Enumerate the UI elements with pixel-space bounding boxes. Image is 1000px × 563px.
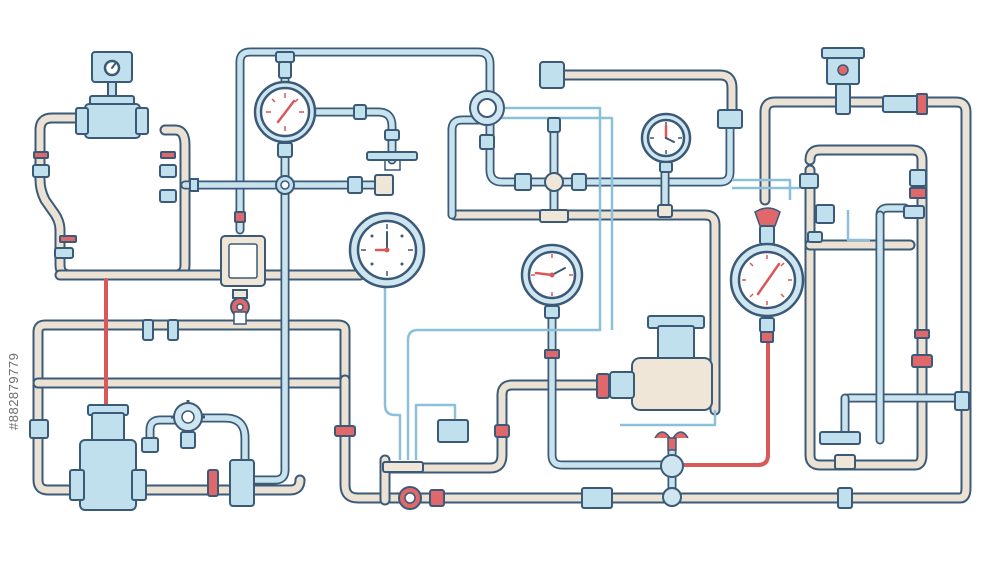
clock-dial-icon-1 xyxy=(348,211,426,289)
pressure-gauge-icon-2 xyxy=(729,207,805,343)
red-pipes xyxy=(104,278,770,467)
pump-tank-icon-left xyxy=(69,404,147,511)
bottom-center-fittings xyxy=(382,419,853,510)
top-right-gauge-unit xyxy=(799,47,970,470)
gear-valve-icon xyxy=(141,400,205,453)
filter-box-icon xyxy=(220,235,266,287)
valve-handle-icon-center xyxy=(654,431,689,507)
left-loop-fittings xyxy=(32,151,177,259)
center-left-fittings xyxy=(189,104,418,223)
top-center-fittings xyxy=(469,61,743,223)
stock-id-watermark: #882879779 xyxy=(6,352,21,430)
thin-lines xyxy=(383,106,870,460)
blue-pipes xyxy=(145,47,970,503)
top-left-pressure-gauge-unit xyxy=(75,51,149,139)
clock-dial-icon-3 xyxy=(520,243,584,359)
clock-dial-icon-2 xyxy=(640,112,692,173)
pump-tank-icon-center xyxy=(596,315,713,411)
beige-pipes xyxy=(32,69,972,506)
valve-handle-icon-left xyxy=(230,289,250,325)
bottom-left-fittings xyxy=(207,459,255,507)
left-box-fittings xyxy=(29,319,356,439)
pressure-gauge-icon-1 xyxy=(253,51,317,195)
